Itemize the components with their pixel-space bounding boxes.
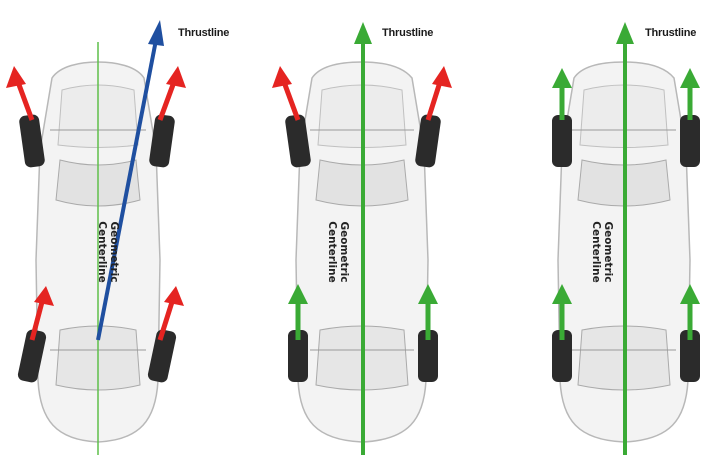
centerline-label-line-1: Geometric: [602, 221, 614, 283]
thrustline-label: Thrustline: [178, 27, 230, 39]
thrustline-label: Thrustline: [382, 27, 434, 39]
tire-front-right: [680, 115, 700, 167]
centerline-label-line-1: Geometric: [108, 221, 120, 283]
arrow-front-left: [272, 66, 301, 121]
arrow-front-right: [157, 66, 186, 121]
car-diagram-2: [272, 22, 452, 455]
tire-rear-right: [680, 330, 700, 382]
geometric-centerline-label: Geometric Centerline: [326, 207, 350, 297]
thrustline-label: Thrustline: [645, 27, 697, 39]
tire-rear-left: [17, 329, 47, 383]
car-body: [557, 61, 691, 443]
tire-front-left: [19, 114, 45, 168]
tire-front-right: [149, 114, 175, 168]
centerline-label-line-2: Centerline: [326, 221, 338, 283]
centerline-label-line-1: Geometric: [338, 221, 350, 283]
thrustline-arrow: [96, 20, 164, 341]
arrow-front-right: [680, 68, 700, 120]
arrow-front-right: [425, 66, 452, 121]
panel-rear-aligned: Thrustline Geometric Centerline: [240, 0, 480, 460]
panel-thrust-angle: Thrustline Geometric Centerline: [0, 0, 240, 460]
tire-rear-left: [288, 330, 308, 382]
tire-rear-right: [147, 329, 177, 383]
centerline-label-line-2: Centerline: [96, 221, 108, 283]
arrow-rear-right: [680, 284, 700, 340]
centerline-label-line-2: Centerline: [590, 221, 602, 283]
geometric-centerline-label: Geometric Centerline: [590, 207, 614, 297]
tire-front-left: [285, 114, 311, 168]
arrow-rear-right: [157, 286, 184, 341]
arrow-front-left: [6, 66, 35, 121]
arrow-rear-right: [418, 284, 438, 340]
car-diagram-3: [552, 22, 700, 455]
thrustline-arrow: [616, 22, 634, 455]
thrustline-arrow: [354, 22, 372, 455]
car-diagram-1: [6, 20, 186, 455]
arrow-rear-left: [29, 286, 54, 341]
panel-all-aligned: Thrustline Geometric Centerline: [480, 0, 719, 460]
tire-front-right: [415, 114, 441, 168]
tire-front-left: [552, 115, 572, 167]
tire-rear-left: [552, 330, 572, 382]
arrow-rear-left: [552, 284, 572, 340]
arrow-rear-left: [288, 284, 308, 340]
arrow-front-left: [552, 68, 572, 120]
geometric-centerline-label: Geometric Centerline: [96, 207, 120, 297]
tire-rear-right: [418, 330, 438, 382]
